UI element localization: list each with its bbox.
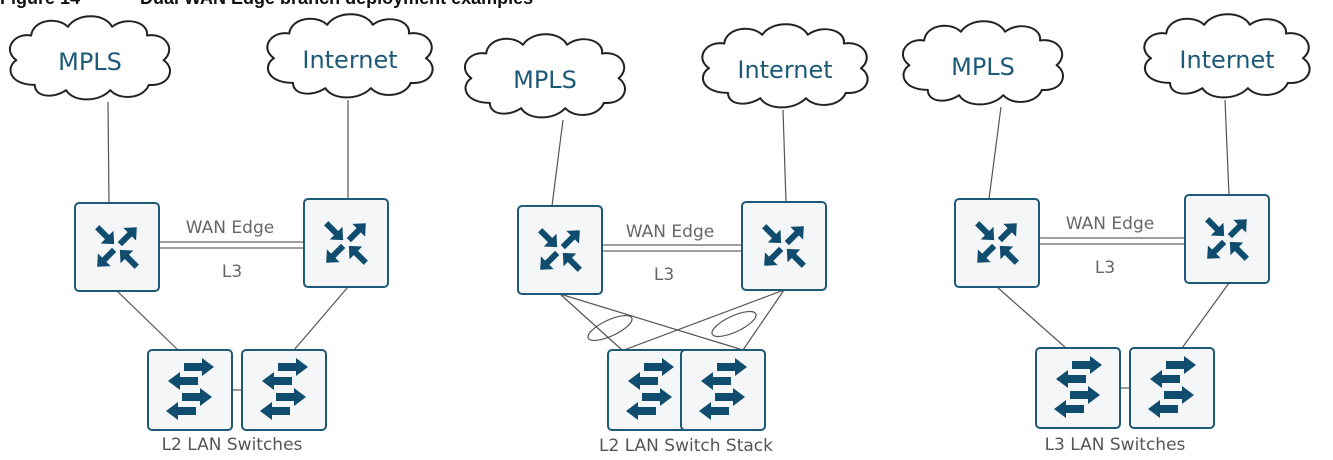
cloud-mpls-label: MPLS [58,48,122,76]
wan-edge-router-1 [74,202,160,292]
uplink-internet [1224,99,1230,196]
switch-box [607,349,693,431]
switch-caption: L2 LAN Switch Stack [599,436,773,455]
wan-edge-router-1 [517,205,603,295]
router-box [74,202,160,292]
lag-ellipse-left [587,314,633,342]
lan-switch-1 [147,349,233,431]
l3-label: L3 [222,262,242,282]
cloud-internet-label: Internet [737,56,832,84]
downlink-a [559,293,623,351]
cloud-icon [464,33,626,119]
lan-switch-1 [607,349,693,431]
downlink-left [116,290,179,351]
lan-switch-2 [241,349,327,431]
downlink-right [1181,282,1230,349]
lan-switch-2 [1129,347,1215,429]
wan-edge-router-2 [303,198,389,288]
cloud-mpls: MPLS [902,20,1064,106]
switch-box [1035,347,1121,429]
cloud-mpls: MPLS [464,33,626,119]
wan-edge-label: WAN Edge [1066,214,1154,234]
wan-edge-label: WAN Edge [626,222,714,242]
figure-caption: Figure 14 Dual WAN Edge branch deploymen… [0,0,533,9]
cloud-icon [902,20,1064,106]
cloud-internet: Internet [1143,13,1311,99]
figure-title: Dual WAN Edge branch deployment examples [140,0,533,8]
wan-edge-label: WAN Edge [186,218,274,238]
uplink-internet [782,109,787,203]
downlink-left [996,286,1067,349]
cloud-internet: Internet [266,13,434,99]
cloud-icon [1143,13,1311,99]
l3-label: L3 [1095,258,1115,278]
router-box [303,198,389,288]
cloud-icon [266,13,434,99]
l3-label: L3 [654,265,674,285]
cloud-icon [701,23,869,109]
cloud-internet-label: Internet [302,46,397,74]
downlink-b [559,293,744,351]
switch-box [680,349,766,431]
downlink-right [293,286,349,351]
cloud-mpls: MPLS [9,15,171,101]
cloud-internet: Internet [701,23,869,109]
wan-edge-router-1 [954,198,1040,288]
cloud-mpls-label: MPLS [513,66,577,94]
cloud-mpls-label: MPLS [951,53,1015,81]
wan-edge-router-2 [741,201,827,291]
lan-switch-1 [1035,347,1121,429]
figure-number: Figure 14 [0,0,80,8]
downlink-c [623,289,785,351]
uplink-mpls [107,101,110,204]
downlink-d [742,289,785,351]
cloud-icon [9,15,171,101]
switch-caption: L2 LAN Switches [162,435,303,455]
router-box [954,198,1040,288]
uplink-mpls [551,119,564,207]
router-box [517,205,603,295]
router-box [1184,194,1270,284]
switch-caption: L3 LAN Switches [1045,435,1186,455]
switch-box [1129,347,1215,429]
lag-ellipse-right [711,310,757,338]
switch-box [241,349,327,431]
uplink-mpls [988,106,1002,200]
wan-edge-router-2 [1184,194,1270,284]
lan-switch-2 [680,349,766,431]
router-box [741,201,827,291]
switch-box [147,349,233,431]
cloud-internet-label: Internet [1179,46,1274,74]
